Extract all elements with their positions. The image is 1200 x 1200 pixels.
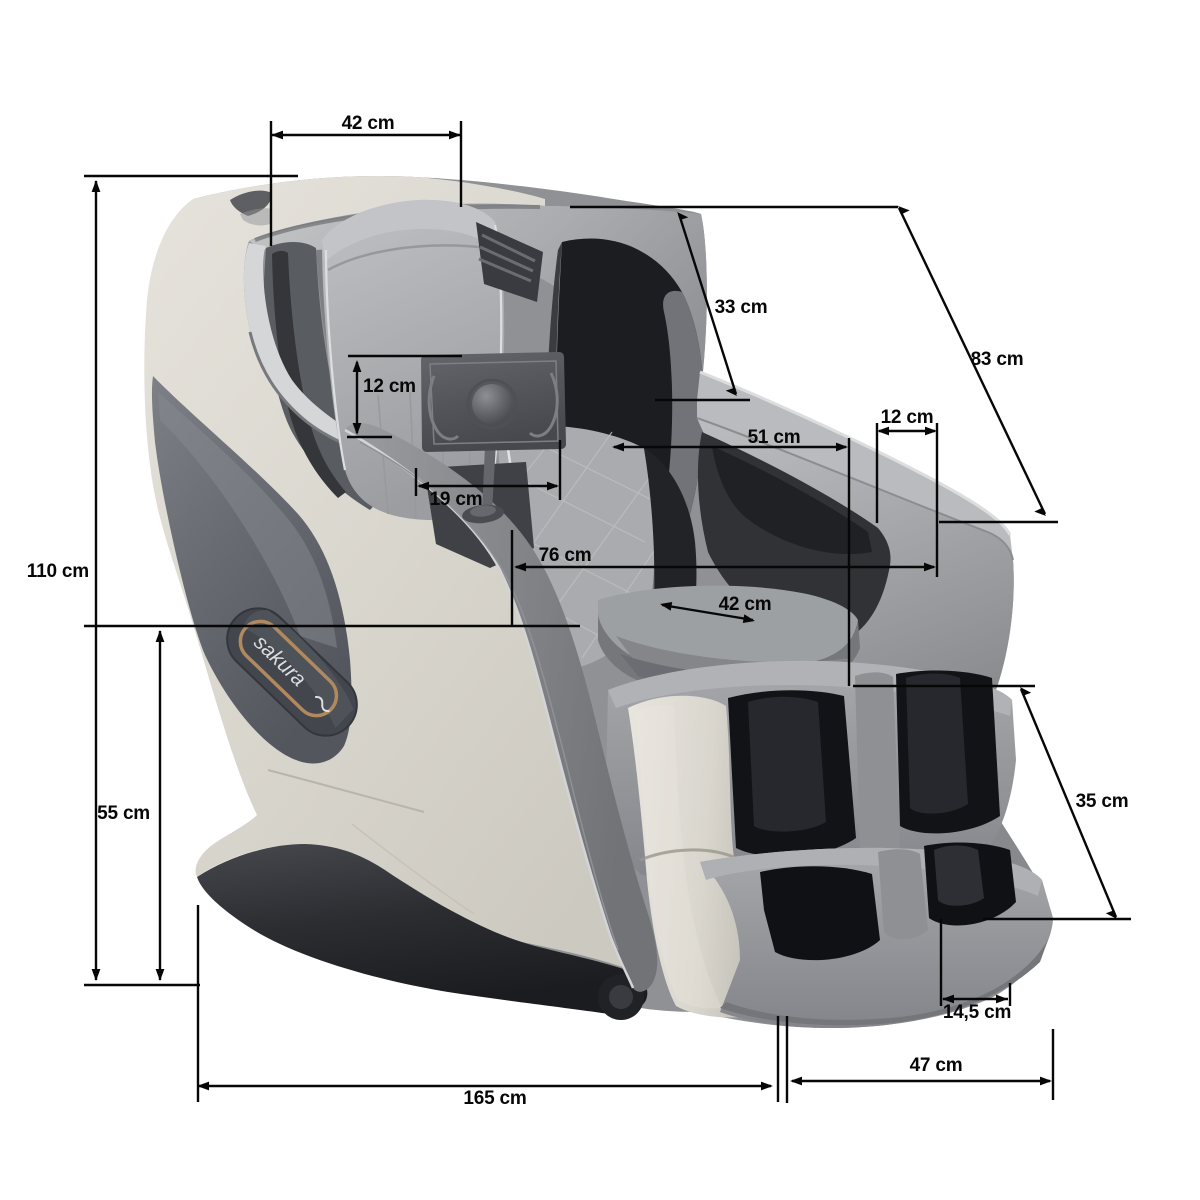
svg-text:51 cm: 51 cm <box>748 427 801 448</box>
svg-text:12 cm: 12 cm <box>363 376 416 397</box>
svg-text:110 cm: 110 cm <box>27 561 89 582</box>
svg-text:76 cm: 76 cm <box>539 545 592 566</box>
svg-text:14,5 cm: 14,5 cm <box>943 1002 1011 1023</box>
svg-text:19 cm: 19 cm <box>430 489 483 510</box>
svg-text:35 cm: 35 cm <box>1076 791 1129 812</box>
svg-text:12 cm: 12 cm <box>881 407 934 428</box>
svg-text:165 cm: 165 cm <box>463 1088 526 1109</box>
svg-text:83 cm: 83 cm <box>971 349 1024 370</box>
svg-text:47 cm: 47 cm <box>910 1055 963 1076</box>
svg-text:42 cm: 42 cm <box>719 594 772 615</box>
svg-text:42 cm: 42 cm <box>342 113 395 134</box>
svg-text:55 cm: 55 cm <box>97 803 150 824</box>
svg-text:33 cm: 33 cm <box>715 297 768 318</box>
